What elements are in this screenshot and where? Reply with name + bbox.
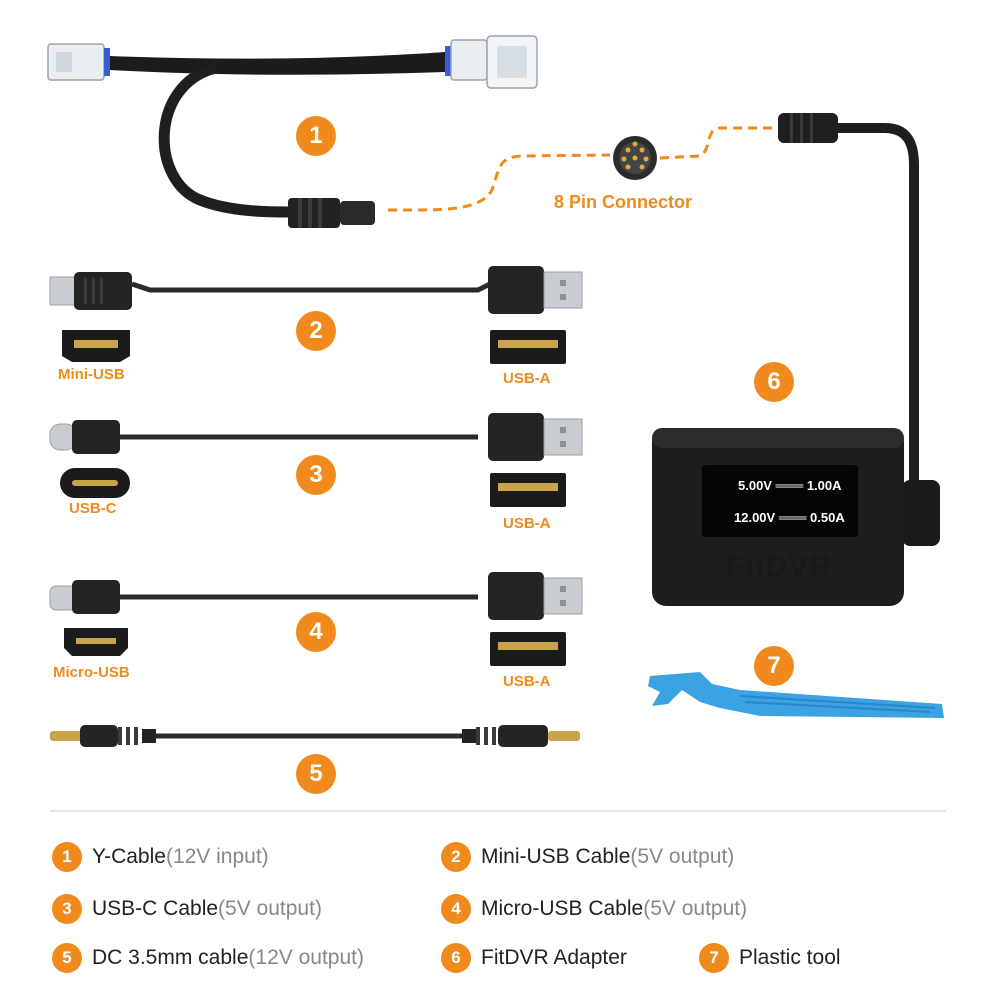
legend-badge-5: 5 bbox=[52, 943, 82, 973]
fitdvr-adapter bbox=[652, 428, 904, 606]
eight-pin-connector-icon bbox=[613, 136, 657, 180]
legend-item-4: 4 Micro-USB Cable(5V output) bbox=[441, 892, 747, 926]
legend-item-5: 5 DC 3.5mm cable(12V output) bbox=[52, 941, 364, 975]
legend-item-6: 6 FitDVR Adapter bbox=[441, 941, 627, 975]
legend-detail-3: (5V output) bbox=[218, 897, 322, 920]
legend-detail-4: (5V output) bbox=[643, 897, 748, 920]
badge-5: 5 bbox=[296, 754, 336, 794]
badge-3: 3 bbox=[296, 455, 336, 495]
legend-badge-3: 3 bbox=[52, 894, 82, 924]
micro-usb-cable bbox=[49, 572, 583, 620]
legend-badge-1: 1 bbox=[52, 842, 82, 872]
legend-item-2: 2 Mini-USB Cable(5V output) bbox=[441, 840, 734, 874]
usb-c-label: USB-C bbox=[69, 500, 117, 517]
mini-usb-port-icon bbox=[62, 330, 130, 362]
legend-badge-6: 6 bbox=[441, 943, 471, 973]
badge-2: 2 bbox=[296, 311, 336, 351]
dc-cable bbox=[50, 725, 580, 747]
usb-a-port-icon-4 bbox=[490, 632, 566, 666]
legend-item-1: 1 Y-Cable(12V input) bbox=[52, 840, 269, 874]
adapter-brand: FitDVR bbox=[726, 550, 832, 583]
legend-item-7: 7 Plastic tool bbox=[699, 941, 841, 975]
usb-a-port-icon-2 bbox=[490, 330, 566, 364]
micro-usb-label: Micro-USB bbox=[53, 664, 130, 681]
adapter-screen-line-1: 5.00V ═══ 1.00A bbox=[738, 478, 842, 493]
legend-name-6: FitDVR Adapter bbox=[481, 946, 627, 969]
legend-detail-5: (12V output) bbox=[248, 946, 364, 969]
legend-name-7: Plastic tool bbox=[739, 946, 841, 969]
legend-detail-2: (5V output) bbox=[630, 845, 735, 868]
legend-detail-1: (12V input) bbox=[165, 845, 269, 868]
legend-badge-4: 4 bbox=[441, 894, 471, 924]
legend-badge-7: 7 bbox=[699, 943, 729, 973]
legend-name-1: Y-Cable bbox=[92, 845, 166, 868]
legend-name-2: Mini-USB Cable bbox=[481, 845, 631, 868]
adapter-screen-line-2: 12.00V ═══ 0.50A bbox=[734, 510, 845, 525]
divider bbox=[50, 810, 946, 812]
usb-a-label-3: USB-A bbox=[503, 515, 551, 532]
connector-label: 8 Pin Connector bbox=[554, 192, 693, 212]
mini-usb-label: Mini-USB bbox=[58, 366, 125, 383]
y-cable bbox=[47, 35, 611, 228]
legend-name-5: DC 3.5mm cable bbox=[92, 946, 249, 969]
legend-badge-2: 2 bbox=[441, 842, 471, 872]
usb-c-port-icon bbox=[60, 468, 130, 498]
plastic-tool bbox=[648, 672, 944, 718]
mini-usb-cable bbox=[49, 266, 583, 314]
legend-item-3: 3 USB-C Cable(5V output) bbox=[52, 892, 322, 926]
badge-4: 4 bbox=[296, 612, 336, 652]
legend-name-4: Micro-USB Cable bbox=[481, 897, 644, 920]
fitdvr-adapter-cable bbox=[778, 113, 940, 546]
legend-name-3: USB-C Cable bbox=[92, 897, 219, 920]
usb-a-label-4: USB-A bbox=[503, 673, 551, 690]
badge-1: 1 bbox=[296, 116, 336, 156]
badge-7: 7 bbox=[754, 646, 794, 686]
usb-c-cable bbox=[49, 413, 583, 461]
usb-a-port-icon-3 bbox=[490, 473, 566, 507]
micro-usb-port-icon bbox=[64, 628, 128, 656]
usb-a-label-2: USB-A bbox=[503, 370, 551, 387]
badge-6: 6 bbox=[754, 362, 794, 402]
